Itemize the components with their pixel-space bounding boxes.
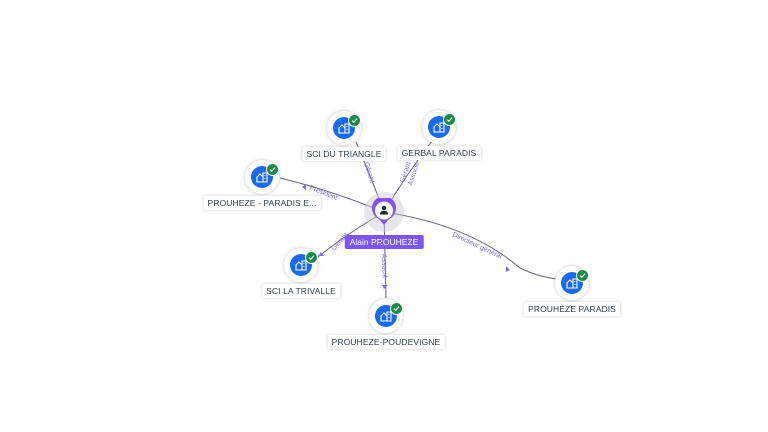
arrow-head [382, 285, 388, 289]
arrow-head [318, 252, 324, 256]
verified-check-icon [390, 302, 403, 315]
verified-check-icon [266, 163, 279, 176]
verified-check-icon [576, 269, 589, 282]
edge-prouheze-poudevigne [383, 211, 387, 299]
company-label[interactable]: PROUHÈZE PARADIS [524, 302, 620, 316]
company-label[interactable]: GERBAL PARADIS [397, 146, 481, 160]
person-label[interactable]: Alain PROUHEZE [344, 235, 424, 249]
company-label[interactable]: PROUHEZE - PARADIS E... [203, 196, 321, 210]
arrow-head [302, 184, 306, 190]
company-label[interactable]: SCI LA TRIVALLE [262, 284, 340, 298]
company-label[interactable]: SCI DU TRIANGLE [302, 147, 386, 161]
person-icon [380, 205, 388, 215]
arrow-head [506, 266, 510, 272]
company-label[interactable]: PROUHEZE-POUDEVIGNE [327, 335, 445, 349]
edge-label-prouheze-paradis: Directeur général [451, 231, 503, 260]
edge-label-sci-du-triangle: Gérant [362, 161, 375, 184]
verified-check-icon [443, 113, 456, 126]
edge-prouheze-paradis [383, 211, 567, 281]
verified-check-icon [305, 251, 318, 264]
edge-label-prouheze-poudevigne: Associé [380, 254, 388, 279]
verified-check-icon [348, 114, 361, 127]
